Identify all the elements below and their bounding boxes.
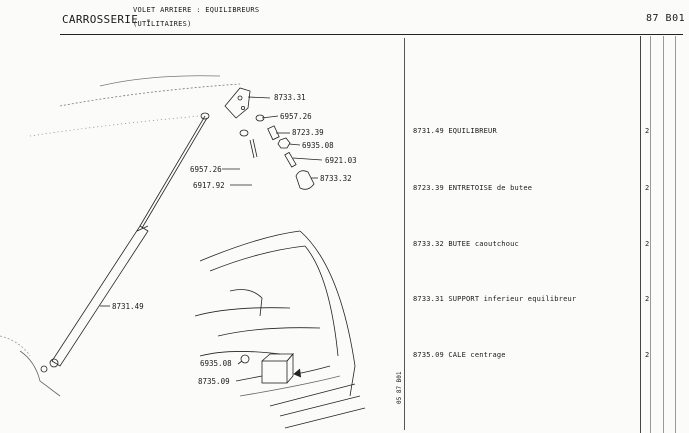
part-ref: 8733.32 (413, 240, 444, 248)
label-8723-39: 8723.39 (292, 128, 324, 137)
panel-divider (404, 38, 405, 430)
part-desc: ENTRETOISE de butee (448, 184, 533, 192)
part-row: 8733.32 BUTEE caoutchouc (413, 240, 519, 248)
part-ref: 8735.09 (413, 351, 444, 359)
label-8733-31: 8733.31 (274, 93, 306, 102)
part-row: 8735.09 CALE centrage (413, 351, 506, 359)
label-6957-26-b: 6957.26 (190, 165, 222, 174)
part-qty: 2 (645, 295, 650, 303)
part-qty: 2 (645, 184, 650, 192)
page-code: 87 B01 (646, 13, 686, 24)
part-row: 8723.39 ENTRETOISE de butee (413, 184, 532, 192)
header-rule (60, 34, 683, 35)
page-subtitle: (UTILITAIRES) (133, 20, 192, 28)
column-rule (650, 36, 651, 433)
part-qty: 2 (645, 351, 650, 359)
part-ref: 8731.49 (413, 127, 444, 135)
page-title: VOLET ARRIERE : EQUILIBREURS (133, 6, 260, 14)
part-qty: 2 (645, 127, 650, 135)
label-6921-03: 6921.03 (325, 156, 357, 165)
label-6935-08-a: 6935.08 (302, 141, 334, 150)
part-qty: 2 (645, 240, 650, 248)
label-6917-92: 6917.92 (193, 181, 225, 190)
part-row: 8731.49 EQUILIBREUR (413, 127, 497, 135)
label-8731-49: 8731.49 (112, 302, 144, 311)
part-desc: BUTEE caoutchouc (448, 240, 519, 248)
label-8735-09: 8735.09 (198, 377, 230, 386)
label-6957-26-a: 6957.26 (280, 112, 312, 121)
part-desc: CALE centrage (448, 351, 506, 359)
label-6935-08-b: 6935.08 (200, 359, 232, 368)
part-row: 8733.31 SUPPORT inferieur equilibreur (413, 295, 576, 303)
exploded-parts-drawing (0, 75, 366, 429)
section-title: CARROSSERIE - (62, 13, 152, 26)
part-desc: EQUILIBREUR (448, 127, 497, 135)
part-desc: SUPPORT inferieur equilibreur (448, 295, 577, 303)
label-8733-32: 8733.32 (320, 174, 352, 183)
part-ref: 8723.39 (413, 184, 444, 192)
column-rule (675, 36, 676, 433)
column-rule (663, 36, 664, 433)
sheet-reference: 05 87 B01 (396, 371, 403, 404)
part-ref: 8733.31 (413, 295, 444, 303)
qty-column-rule (640, 36, 641, 433)
